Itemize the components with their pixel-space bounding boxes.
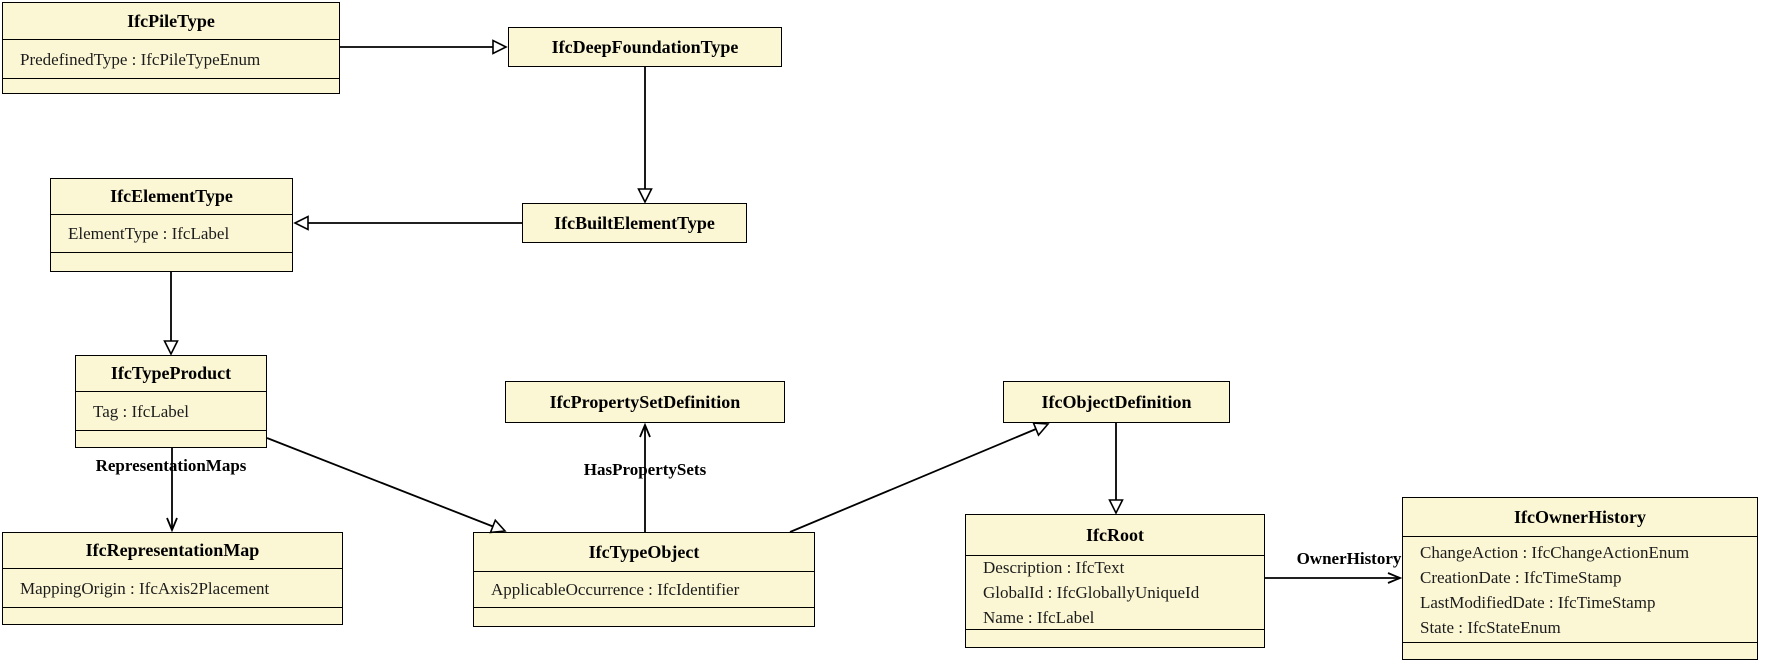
class-attribute: ApplicableOccurrence : IfcIdentifier <box>491 580 740 599</box>
generalization-arrow-icon <box>489 518 507 534</box>
class-box-ifc-root[interactable]: IfcRoot Description : IfcText GlobalId :… <box>965 514 1265 648</box>
class-attribute: Tag : IfcLabel <box>93 401 190 421</box>
class-title: IfcOwnerHistory <box>1403 498 1757 537</box>
class-attribute: ChangeAction : IfcChangeActionEnum <box>1420 542 1690 562</box>
class-box-ifc-built-element-type[interactable]: IfcBuiltElementType <box>522 203 747 243</box>
class-attributes: ElementType : IfcLabel <box>51 215 292 253</box>
class-box-ifc-representation-map[interactable]: IfcRepresentationMap MappingOrigin : Ifc… <box>2 532 343 625</box>
class-title: IfcElementType <box>51 179 292 215</box>
class-title: IfcRepresentationMap <box>3 533 342 569</box>
class-box-ifc-type-product[interactable]: IfcTypeProduct Tag : IfcLabel <box>75 355 267 448</box>
generalization-arrow-icon <box>1032 422 1050 437</box>
class-attributes: MappingOrigin : IfcAxis2Placement <box>3 569 342 608</box>
edge-label-owner-history: OwnerHistory <box>1296 549 1402 568</box>
class-attributes: PredefinedType : IfcPileTypeEnum <box>3 40 339 79</box>
class-title: IfcBuiltElementType <box>554 212 715 233</box>
class-attributes: ChangeAction : IfcChangeActionEnum Creat… <box>1403 537 1757 643</box>
class-attributes: Description : IfcText GlobalId : IfcGlob… <box>966 556 1264 630</box>
class-box-ifc-property-set-definition[interactable]: IfcPropertySetDefinition <box>505 381 785 423</box>
class-attribute: LastModifiedDate : IfcTimeStamp <box>1420 592 1656 612</box>
generalization-arrow-icon <box>637 188 653 204</box>
class-title: IfcPropertySetDefinition <box>549 391 741 412</box>
class-attribute: ElementType : IfcLabel <box>68 224 230 243</box>
class-attribute: MappingOrigin : IfcAxis2Placement <box>20 578 270 598</box>
edge-label-representation-maps: RepresentationMaps <box>95 456 247 475</box>
class-box-ifc-owner-history[interactable]: IfcOwnerHistory ChangeAction : IfcChange… <box>1402 497 1758 660</box>
class-title: IfcPileType <box>3 3 339 40</box>
class-attribute: State : IfcStateEnum <box>1420 617 1561 637</box>
class-attributes: ApplicableOccurrence : IfcIdentifier <box>474 572 814 608</box>
association-arrow-icon <box>166 517 178 533</box>
class-box-ifc-pile-type[interactable]: IfcPileType PredefinedType : IfcPileType… <box>2 2 340 94</box>
class-operations-empty <box>76 431 266 447</box>
class-box-ifc-object-definition[interactable]: IfcObjectDefinition <box>1003 381 1230 423</box>
edge-typeproduct-typeobject <box>266 437 494 528</box>
class-title: IfcTypeObject <box>474 533 814 572</box>
association-arrow-icon <box>1387 572 1403 584</box>
association-arrow-icon <box>639 422 651 438</box>
generalization-arrow-icon <box>163 340 179 356</box>
class-operations-empty <box>474 608 814 626</box>
class-operations-empty <box>1403 643 1757 659</box>
class-title: IfcDeepFoundationType <box>551 36 739 57</box>
class-title: IfcRoot <box>966 515 1264 556</box>
class-box-ifc-deep-foundation-type[interactable]: IfcDeepFoundationType <box>508 27 782 67</box>
class-operations-empty <box>3 608 342 624</box>
class-attribute: CreationDate : IfcTimeStamp <box>1420 567 1622 587</box>
class-box-ifc-type-object[interactable]: IfcTypeObject ApplicableOccurrence : Ifc… <box>473 532 815 627</box>
generalization-arrow-icon <box>293 215 309 231</box>
class-attribute: Description : IfcText <box>983 558 1125 577</box>
class-title: IfcObjectDefinition <box>1041 391 1192 412</box>
generalization-arrow-icon <box>1108 499 1124 515</box>
class-operations-empty <box>3 79 339 93</box>
class-box-ifc-element-type[interactable]: IfcElementType ElementType : IfcLabel <box>50 178 293 272</box>
class-attributes: Tag : IfcLabel <box>76 392 266 431</box>
class-operations-empty <box>51 253 292 271</box>
class-attribute: GlobalId : IfcGloballyUniqueId <box>983 583 1200 602</box>
generalization-arrow-icon <box>492 39 508 55</box>
class-attribute: PredefinedType : IfcPileTypeEnum <box>20 49 261 69</box>
class-attribute: Name : IfcLabel <box>983 608 1095 627</box>
class-operations-empty <box>966 630 1264 647</box>
edge-label-has-property-sets: HasPropertySets <box>583 460 707 479</box>
class-title: IfcTypeProduct <box>76 356 266 392</box>
